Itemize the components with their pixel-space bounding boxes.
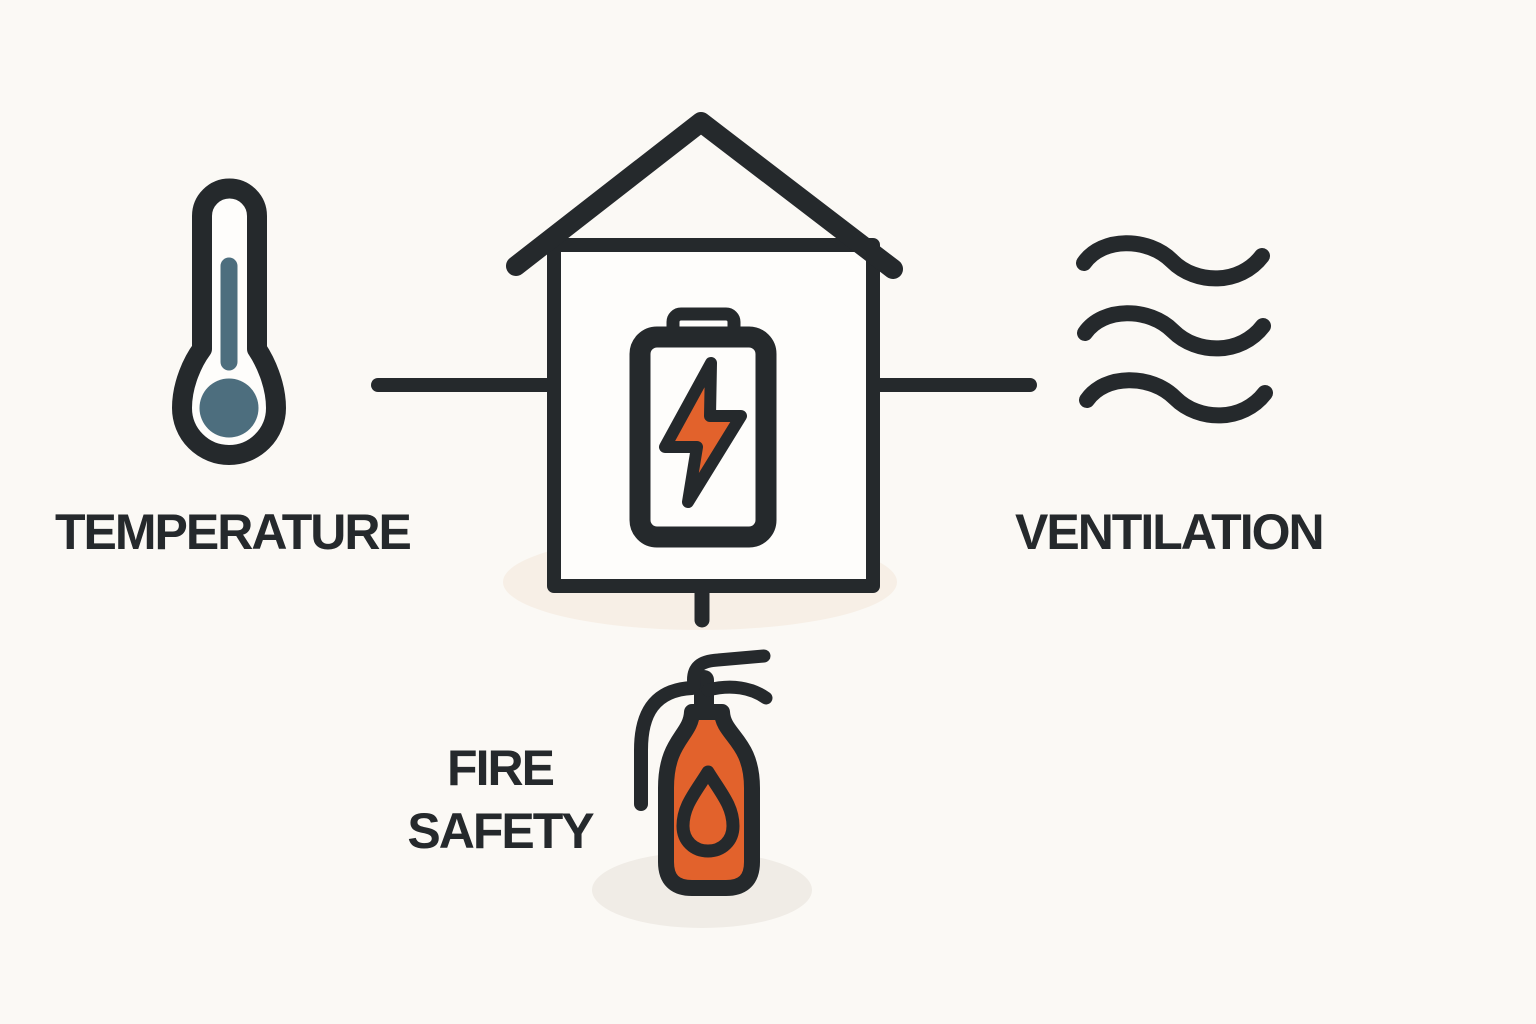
air-wave-bottom [1079, 372, 1273, 424]
air-wave-middle [1077, 305, 1271, 357]
lightning-bolt-icon [659, 357, 747, 508]
fire-safety-label-line1: FIRE [447, 740, 555, 796]
house-roof [506, 112, 903, 279]
ventilation-label: VENTILATION [1015, 504, 1325, 560]
extinguisher-drop-symbol [676, 765, 740, 858]
extinguisher-body [658, 704, 760, 896]
fire-extinguisher-icon [634, 649, 773, 896]
air-waves-icon [1076, 235, 1273, 424]
battery-icon [629, 307, 777, 548]
air-wave-top [1076, 235, 1270, 287]
extinguisher-hose [634, 681, 699, 811]
extinguisher-lever [687, 649, 771, 693]
extinguisher-nozzle-horn [701, 680, 773, 705]
fire-safety-label: FIRE SAFETY [370, 737, 630, 863]
temperature-label: TEMPERATURE [55, 504, 412, 560]
fire-safety-label-line2: SAFETY [407, 803, 594, 859]
thermometer-icon [172, 178, 286, 465]
thermometer-mercury-bulb [199, 378, 259, 438]
